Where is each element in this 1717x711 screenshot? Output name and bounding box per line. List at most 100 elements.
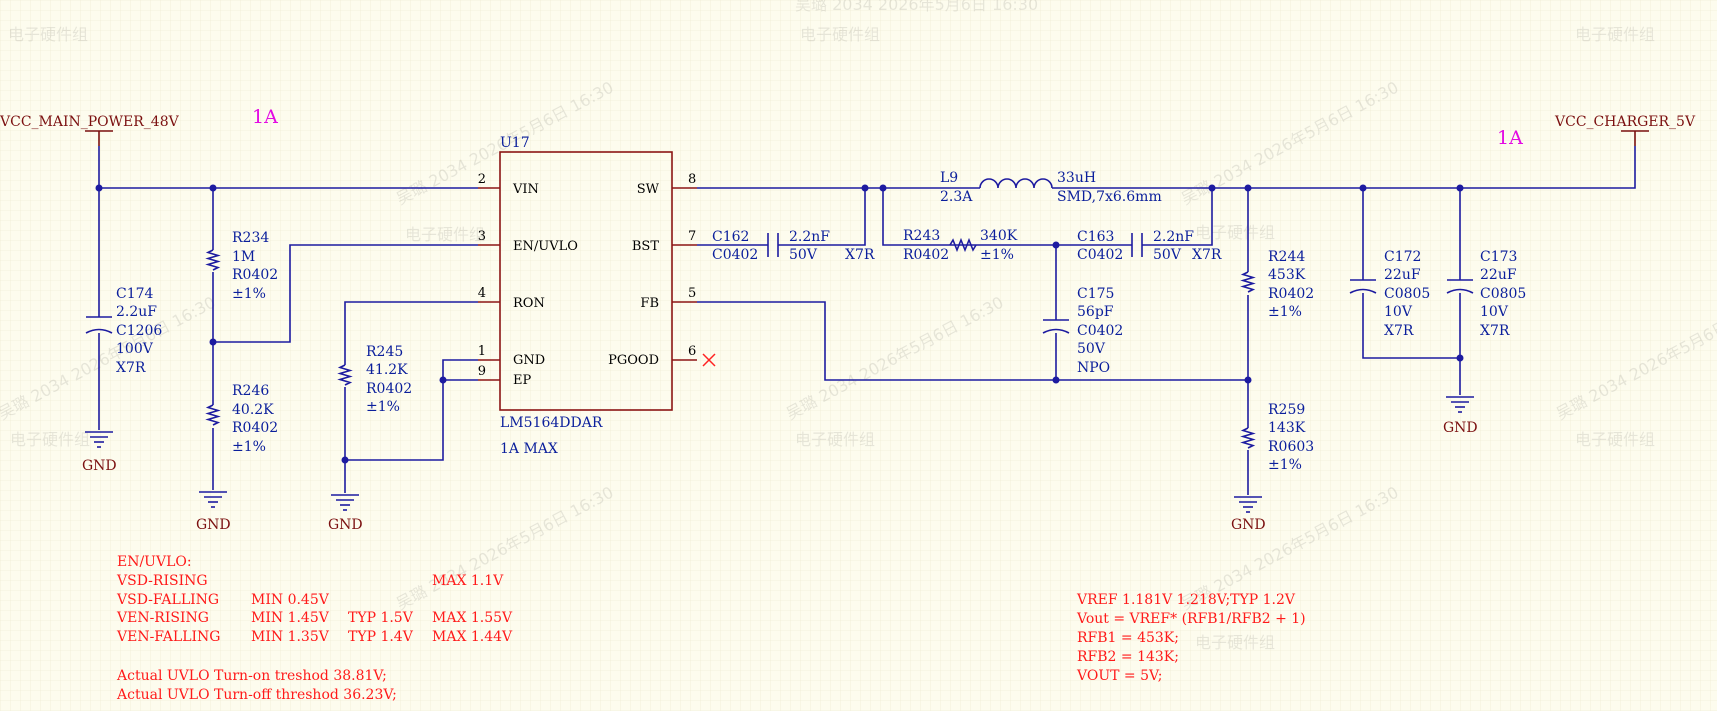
svg-text:R0402: R0402 (1268, 286, 1314, 302)
svg-text:2.2nF: 2.2nF (1153, 229, 1194, 245)
svg-text:MAX 1.44V: MAX 1.44V (432, 629, 513, 645)
resistor-r259 (1240, 427, 1256, 449)
svg-text:TYP 1.4V: TYP 1.4V (348, 629, 414, 645)
svg-text:R246: R246 (232, 383, 269, 399)
svg-text:22uF: 22uF (1384, 267, 1421, 283)
label-r246: R246 40.2K R0402 ±1% (232, 383, 278, 455)
svg-text:GND: GND (513, 353, 545, 368)
junction (1208, 184, 1216, 192)
junction (209, 184, 217, 192)
wire-ron (344, 301, 478, 493)
ic-ref: U17 (500, 135, 530, 151)
wire-gnd-ep (345, 359, 478, 461)
label-c172: C172 22uF C0805 10V X7R (1384, 249, 1430, 339)
svg-text:EN/UVLO:: EN/UVLO: (117, 554, 192, 570)
inductor-l9 (883, 178, 1212, 189)
svg-text:9: 9 (478, 364, 486, 379)
notes-vref: VREF 1.181V 1.218V;TYP 1.2V Vout = VREF*… (1076, 592, 1306, 684)
label-r244: R244 453K R0402 ±1% (1268, 249, 1314, 320)
svg-text:C175: C175 (1077, 286, 1114, 302)
svg-text:VREF 1.181V 1.218V;TYP 1.2V: VREF 1.181V 1.218V;TYP 1.2V (1076, 592, 1296, 608)
watermark-group: 电子硬件组 (1195, 633, 1275, 652)
label-c162: C162 C0402 2.2nF 50V X7R (712, 229, 875, 263)
svg-text:R0402: R0402 (232, 267, 278, 283)
watermark-group: 电子硬件组 (10, 430, 90, 449)
label-c174: C174 2.2uF C1206 100V X7R (116, 286, 162, 376)
watermark-group: 电子硬件组 (1575, 430, 1655, 449)
svg-text:Actual UVLO Turn-on treshod 3: Actual UVLO Turn-on treshod 38.81V; (116, 668, 387, 684)
label-r259: R259 143K R0603 ±1% (1268, 402, 1314, 473)
svg-text:R0402: R0402 (232, 420, 278, 436)
junction (1456, 354, 1464, 362)
no-connect-marker (702, 353, 716, 367)
svg-text:VOUT = 5V;: VOUT = 5V; (1076, 668, 1162, 684)
svg-text:C0402: C0402 (1077, 323, 1123, 339)
resistor-r234 (205, 249, 221, 271)
junction (1052, 376, 1060, 384)
svg-text:6: 6 (688, 344, 696, 359)
svg-text:±1%: ±1% (1268, 457, 1302, 473)
label-r234: R234 1M R0402 ±1% (232, 230, 278, 302)
svg-text:Vout = VREF* (RFB1/RFB2 + 1): Vout = VREF* (RFB1/RFB2 + 1) (1076, 611, 1306, 627)
watermark-group: 电子硬件组 (795, 430, 875, 449)
watermark-group: 电子硬件组 (1195, 223, 1275, 242)
svg-text:MAX 1.1V: MAX 1.1V (432, 573, 504, 589)
svg-text:L9: L9 (940, 170, 958, 186)
svg-text:41.2K: 41.2K (366, 362, 408, 378)
wire-fb (697, 301, 1248, 381)
svg-text:PGOOD: PGOOD (608, 353, 659, 368)
watermark-name: 吴璐 2034 2026年5月6日 16:30 (795, 0, 1038, 14)
svg-text:340K: 340K (980, 228, 1018, 244)
svg-text:MIN 1.35V: MIN 1.35V (251, 629, 330, 645)
svg-text:C174: C174 (116, 286, 154, 302)
svg-text:2.3A: 2.3A (940, 189, 973, 205)
svg-text:X7R: X7R (1480, 323, 1510, 339)
svg-text:C0402: C0402 (1077, 247, 1123, 263)
svg-text:EP: EP (513, 373, 531, 388)
net-label-vout: VCC_CHARGER_5V (1554, 114, 1696, 130)
svg-text:SMD,7x6.6mm: SMD,7x6.6mm (1057, 189, 1162, 205)
svg-text:10V: 10V (1384, 304, 1413, 320)
svg-text:VSD-RISING: VSD-RISING (116, 573, 208, 589)
svg-text:MAX 1.55V: MAX 1.55V (432, 610, 513, 626)
svg-text:33uH: 33uH (1057, 170, 1096, 186)
svg-text:2.2nF: 2.2nF (789, 229, 830, 245)
svg-text:C163: C163 (1077, 229, 1114, 245)
svg-text:±1%: ±1% (1268, 304, 1302, 320)
gnd-label: GND (1443, 420, 1478, 436)
ic-pins-right: 8 7 5 6 SW BST FB PGOOD (608, 172, 697, 368)
svg-text:R234: R234 (232, 230, 269, 246)
svg-text:VEN-RISING: VEN-RISING (116, 610, 209, 626)
watermark-group: 电子硬件组 (1575, 25, 1655, 44)
svg-text:C1206: C1206 (116, 323, 162, 339)
svg-text:7: 7 (688, 229, 696, 244)
svg-text:R245: R245 (366, 344, 403, 360)
svg-text:X7R: X7R (116, 360, 146, 376)
wire-vout (1212, 146, 1636, 189)
svg-text:R0603: R0603 (1268, 439, 1314, 455)
svg-text:X7R: X7R (845, 247, 875, 263)
ic-note: 1A MAX (500, 441, 558, 457)
svg-text:MIN 1.45V: MIN 1.45V (251, 610, 330, 626)
label-c163: C163 C0402 2.2nF 50V X7R (1077, 229, 1222, 263)
svg-text:C0805: C0805 (1384, 286, 1430, 302)
svg-text:±1%: ±1% (366, 399, 400, 415)
ic-u17-body (499, 151, 673, 411)
watermark-group: 电子硬件组 (800, 25, 880, 44)
svg-text:±1%: ±1% (980, 247, 1014, 263)
ic-part: LM5164DDAR (500, 415, 603, 431)
gnd-label: GND (82, 458, 117, 474)
svg-text:X7R: X7R (1384, 323, 1414, 339)
current-label-vin: 1A (252, 106, 278, 128)
svg-text:Actual UVLO Turn-off threshod: Actual UVLO Turn-off threshod 36.23V; (116, 687, 397, 703)
svg-text:SW: SW (637, 182, 660, 197)
resistor-r244 (1240, 271, 1256, 293)
svg-text:X7R: X7R (1192, 247, 1222, 263)
svg-text:100V: 100V (116, 341, 154, 357)
svg-text:3: 3 (478, 229, 486, 244)
gnd-label: GND (328, 517, 363, 533)
svg-text:10V: 10V (1480, 304, 1509, 320)
svg-text:RFB1 = 453K;: RFB1 = 453K; (1077, 630, 1179, 646)
svg-text:±1%: ±1% (232, 439, 266, 455)
